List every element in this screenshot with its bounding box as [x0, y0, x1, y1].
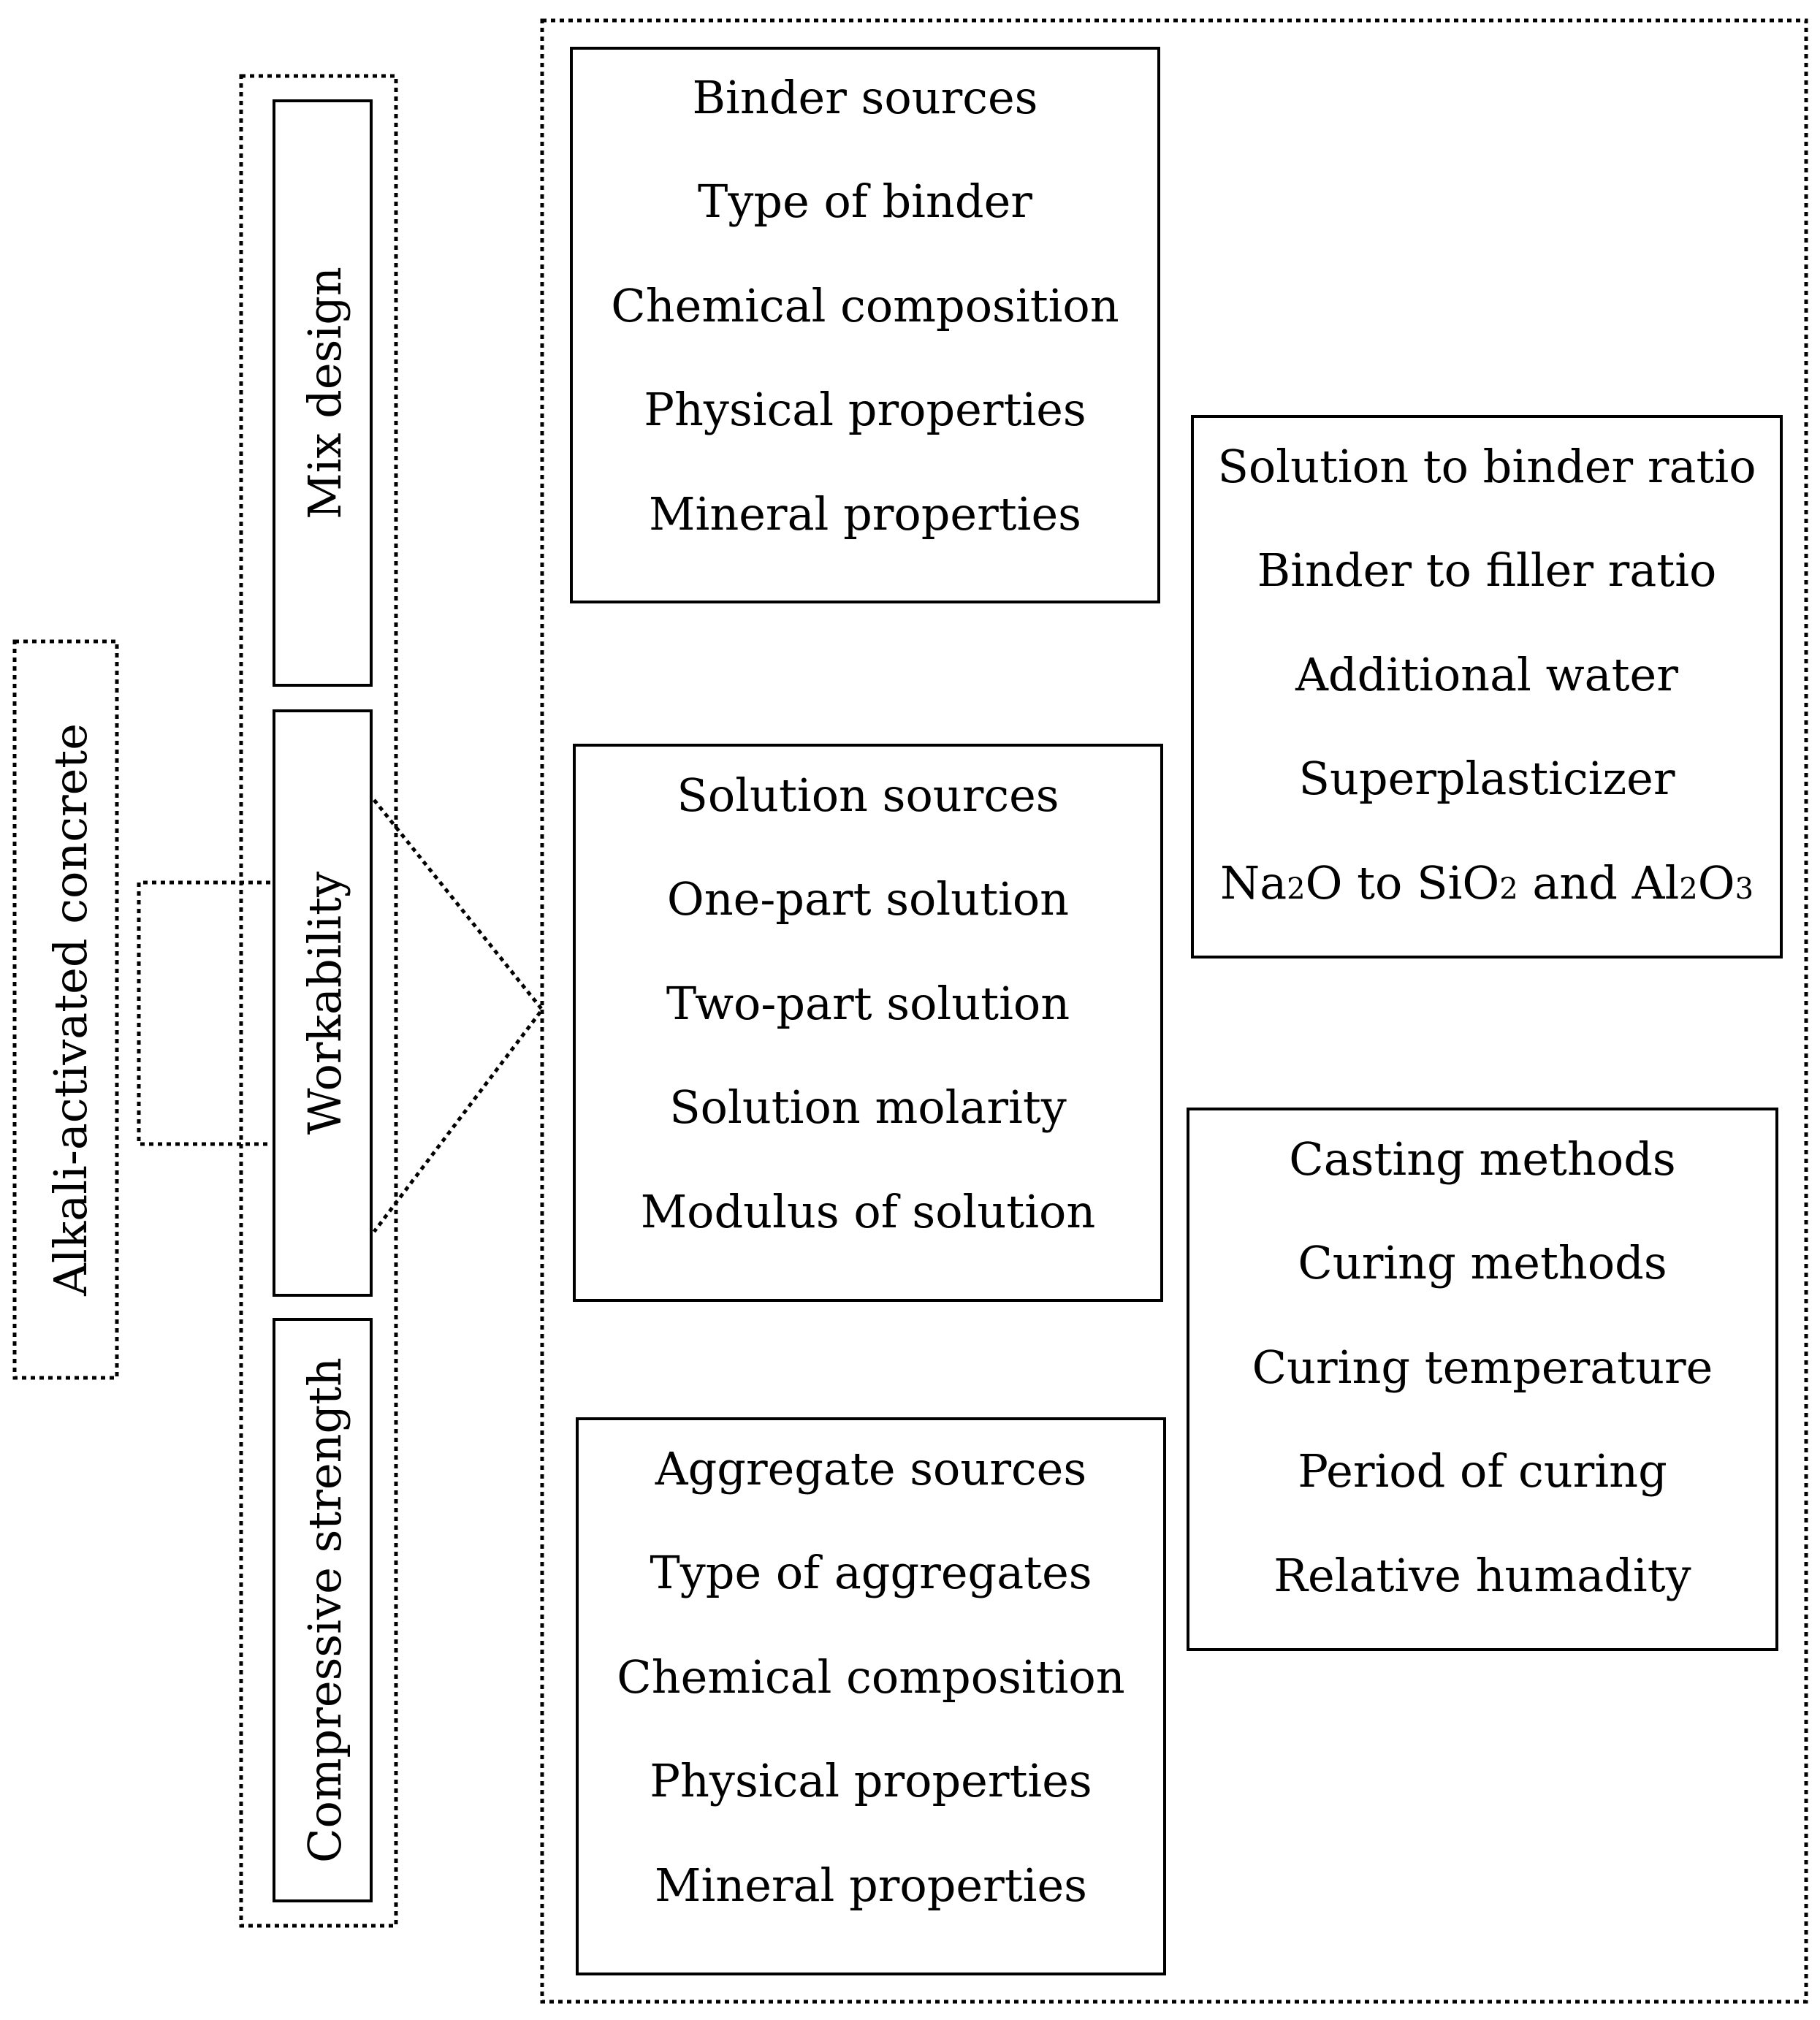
funnel-connector [373, 799, 545, 1233]
aggregate-group-box [576, 1417, 1166, 1975]
aggregate-item: Physical properties [650, 1754, 1092, 1807]
root-box [12, 639, 119, 1380]
root-connector [137, 880, 270, 1146]
curing-group-box [1187, 1108, 1778, 1651]
binder-item: Chemical composition [611, 279, 1119, 332]
curing-item: Curing methods [1298, 1236, 1667, 1289]
mix-item: Superplasticizer [1298, 752, 1675, 805]
aggregate-item: Mineral properties [655, 1859, 1087, 1912]
solution-item: Solution molarity [669, 1080, 1067, 1134]
solution-group-box [573, 744, 1163, 1302]
solution-item: Two-part solution [666, 977, 1070, 1030]
formula-sub: 2 [1679, 872, 1697, 906]
target-box-mix-design [273, 99, 373, 687]
target-label-workability: Workability [298, 872, 351, 1135]
curing-group: Casting methods Curing methods Curing te… [1252, 1132, 1713, 1602]
formula-part: and Al [1518, 856, 1680, 910]
target-label-compressive-strength: Compressive strength [298, 1357, 351, 1863]
solution-item: One-part solution [667, 872, 1069, 926]
binder-item: Type of binder [698, 175, 1032, 228]
binder-item: Mineral properties [649, 487, 1081, 541]
targets-outer-box [239, 74, 398, 1928]
mix-item: Additional water [1295, 648, 1678, 701]
mix-item: Binder to filler ratio [1257, 544, 1717, 597]
curing-item: Period of curing [1298, 1444, 1667, 1498]
mix-group: Solution to binder ratio Binder to fille… [1217, 440, 1756, 910]
aggregate-item: Chemical composition [617, 1650, 1124, 1704]
binder-item: Binder sources [693, 71, 1038, 124]
solution-group: Solution sources One-part solution Two-p… [641, 769, 1096, 1238]
target-box-compressive-strength [273, 1318, 373, 1902]
formula-sub: 2 [1499, 872, 1518, 906]
target-label-mix-design: Mix design [298, 267, 351, 519]
aggregate-group: Aggregate sources Type of aggregates Che… [617, 1442, 1124, 1912]
factors-outer-box [540, 18, 1808, 2004]
curing-item: Curing temperature [1252, 1341, 1713, 1394]
mix-group-box [1191, 415, 1783, 958]
curing-item: Relative humadity [1273, 1549, 1691, 1602]
aggregate-item: Type of aggregates [650, 1546, 1092, 1599]
target-box-workability [273, 709, 373, 1297]
root-label: Alkali-activated concrete [44, 723, 97, 1297]
solution-item: Solution sources [677, 769, 1059, 822]
formula-part: Na [1220, 856, 1287, 910]
aggregate-item: Aggregate sources [655, 1442, 1086, 1495]
formula-part: O [1698, 856, 1735, 910]
binder-item: Physical properties [644, 383, 1086, 436]
binder-group-box [570, 47, 1160, 603]
mix-item-oxide-ratio: Na2O to SiO2 and Al2O3 [1220, 856, 1754, 910]
solution-item: Modulus of solution [641, 1185, 1096, 1238]
binder-group: Binder sources Type of binder Chemical c… [611, 71, 1119, 541]
formula-sub: 3 [1735, 872, 1754, 906]
curing-item: Casting methods [1289, 1132, 1675, 1186]
formula-part: O to SiO [1306, 856, 1500, 910]
formula-sub: 2 [1287, 872, 1305, 906]
mix-item: Solution to binder ratio [1217, 440, 1756, 493]
